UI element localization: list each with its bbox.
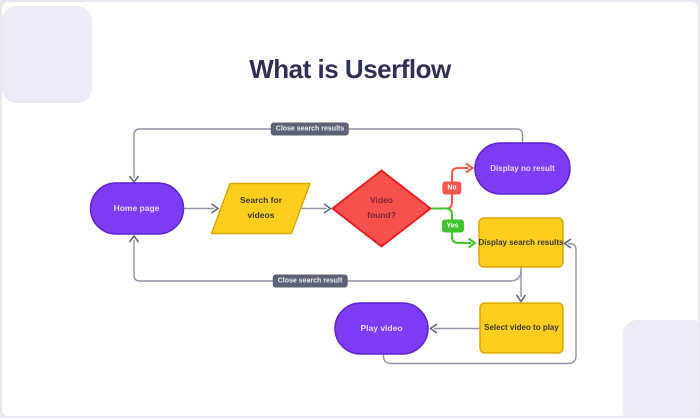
- arrow-left-icon: [563, 238, 572, 249]
- arrow-up-icon: [128, 234, 140, 243]
- node-home-page: [89, 182, 185, 235]
- edge-close-search-results-line: [133, 128, 524, 178]
- edge-label-close-search-result: Close search result: [272, 274, 348, 288]
- node-display-no-result: [474, 142, 571, 195]
- edge-label-no: No: [442, 181, 462, 194]
- arrow-right-icon: [467, 237, 477, 249]
- page-title: What is Userflow: [249, 54, 451, 84]
- node-display-search-results: [478, 217, 564, 268]
- node-select-video-to-play: [479, 302, 564, 354]
- node-video-found-decision: [331, 169, 432, 248]
- corner-decoration-bottom-right: [623, 320, 698, 416]
- edge-label-yes: Yes: [441, 219, 464, 233]
- arrow-down-icon: [515, 294, 527, 303]
- edge-close-search-result-line: [133, 240, 522, 282]
- node-play-video: [334, 302, 429, 355]
- arrow-right-icon: [211, 203, 220, 214]
- node-search-for-videos: [210, 182, 311, 235]
- edge-label-close-search-results: Close search results: [270, 122, 350, 136]
- arrow-right-icon: [323, 203, 332, 214]
- arrow-down-icon: [128, 175, 140, 184]
- arrow-right-icon: [465, 162, 475, 174]
- arrow-left-icon: [429, 323, 438, 334]
- edge-play-loop-line: [382, 242, 577, 365]
- corner-decoration-top-left: [2, 6, 92, 103]
